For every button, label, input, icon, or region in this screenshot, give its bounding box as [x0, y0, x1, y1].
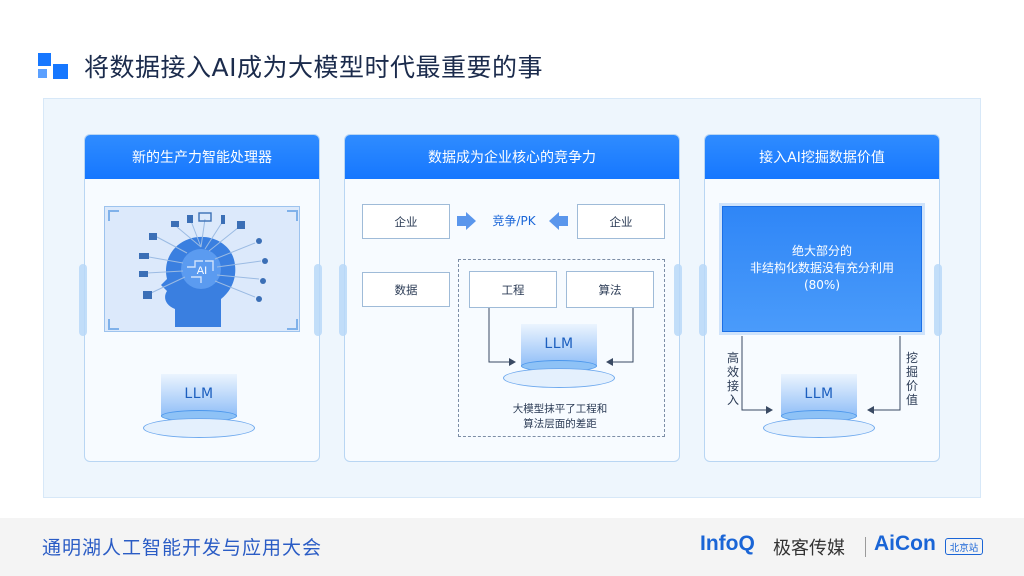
aicon-logo: AiCon [874, 532, 936, 555]
card-edge-glow [699, 264, 707, 336]
arrow-right-icon [457, 212, 476, 230]
card-edge-glow [314, 264, 322, 336]
geek-media-logo: 极客传媒 [773, 538, 845, 559]
conference-title: 通明湖人工智能开发与应用大会 [42, 537, 323, 559]
llm-label: LLM [184, 386, 214, 402]
arrow-left-icon [549, 212, 568, 230]
unstructured-data-panel [722, 206, 922, 332]
card-title: 新的生产力智能处理器 [85, 135, 319, 179]
llm-label: LLM [544, 336, 574, 352]
enterprise-box-right: 企业 [577, 204, 665, 239]
card-edge-glow [79, 264, 87, 336]
footer-bar [0, 518, 1024, 576]
compete-label: 竞争/PK [492, 214, 536, 228]
panel-line-2: 非结构化数据没有充分利用 [749, 261, 894, 275]
llm-pedestal: LLM [503, 324, 615, 390]
engineering-box: 工程 [469, 271, 557, 308]
city-badge: 北京站 [945, 538, 983, 555]
infoq-logo: InfoQ [700, 532, 755, 555]
card-title: 数据成为企业核心的竞争力 [345, 135, 679, 179]
equalizer-note: 大模型抹平了工程和 算法层面的差距 [476, 402, 644, 432]
algorithm-box: 算法 [566, 271, 654, 308]
card-edge-glow [674, 264, 682, 336]
efficient-access-label: 高 效 接 入 [726, 351, 739, 407]
note-line-2: 算法层面的差距 [523, 418, 597, 430]
logo-squares-icon [38, 53, 68, 83]
ai-brain-image: AI [104, 206, 300, 332]
llm-pedestal: LLM [143, 374, 255, 440]
enterprise-box-left: 企业 [362, 204, 450, 239]
panel-line-3: (80%) [803, 278, 841, 292]
card-edge-glow [934, 264, 942, 336]
llm-label: LLM [804, 386, 834, 402]
mine-value-label: 挖 掘 价 值 [905, 351, 918, 407]
footer-divider [865, 537, 866, 557]
brain-head-icon: AI [108, 210, 298, 330]
panel-line-1: 绝大部分的 [791, 244, 852, 258]
slide-title: 将数据接入AI成为大模型时代最重要的事 [84, 53, 543, 82]
card-title: 接入AI挖掘数据价值 [705, 135, 939, 179]
card-edge-glow [339, 264, 347, 336]
llm-equalizer-group [458, 259, 665, 437]
note-line-1: 大模型抹平了工程和 [512, 403, 608, 415]
unstructured-data-text: 绝大部分的 非结构化数据没有充分利用 (80%) [722, 243, 922, 294]
data-box: 数据 [362, 272, 450, 307]
brain-ai-label: AI [197, 265, 207, 277]
llm-pedestal: LLM [763, 374, 875, 440]
